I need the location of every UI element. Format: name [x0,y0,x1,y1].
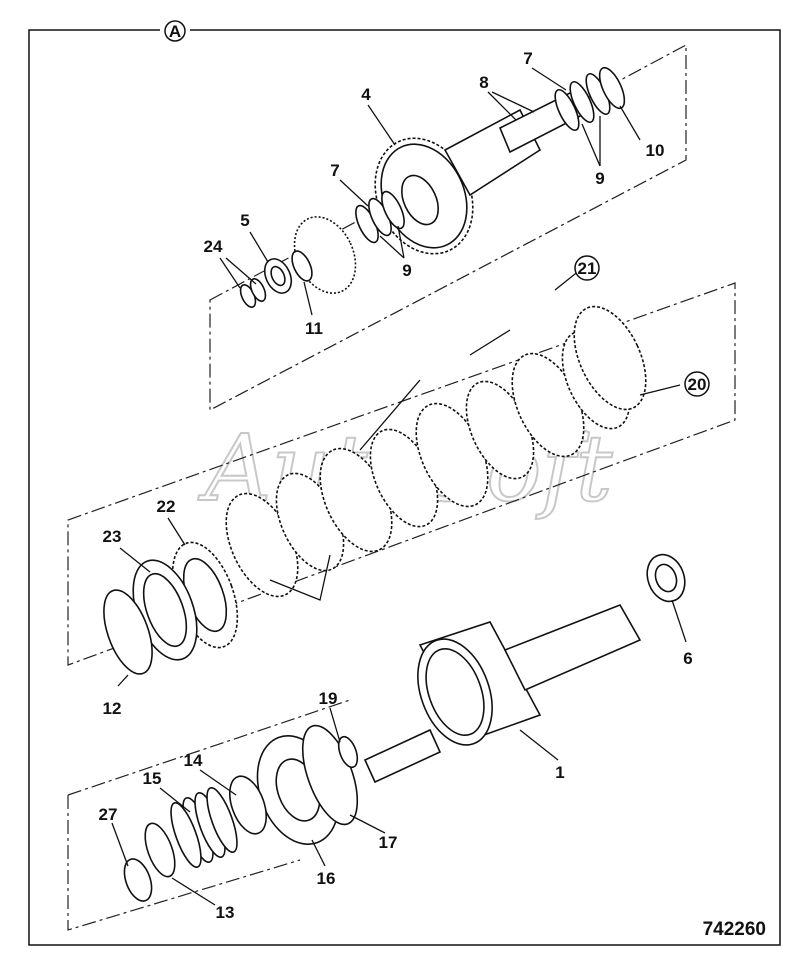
callout-17: 17 [379,833,398,852]
spring-15 [170,787,238,868]
callout-7-upper: 7 [523,49,532,68]
callout-27: 27 [99,805,118,824]
bearing-rings-9-upper [554,66,626,132]
callout-9-lower: 9 [402,261,411,280]
callout-group [111,67,687,906]
callout-15: 15 [143,769,162,788]
callout-20: 20 [684,371,710,397]
view-marker-label: A [169,22,181,41]
callout-14: 14 [184,751,203,770]
callout-9-upper: 9 [595,169,604,188]
callout-21: 21 [574,255,600,281]
callout-7-lower: 7 [330,161,339,180]
callout-19: 19 [319,689,338,708]
figure-number: 742260 [703,919,766,940]
circlip-27 [123,858,153,902]
view-marker: A [160,20,190,42]
shims-24 [239,278,267,308]
callout-24: 24 [204,237,223,256]
svg-text:20: 20 [688,375,707,394]
bearing-5 [263,258,293,294]
snap-ring-12 [103,589,153,675]
clutch-plates [225,305,647,598]
frame-border [28,29,781,946]
svg-text:21: 21 [578,259,597,278]
bearing-rings-9-lower [355,190,405,244]
clutch-pack-envelope [67,282,736,666]
washer-13 [144,822,176,878]
callout-10: 10 [646,141,665,160]
callout-11: 11 [305,319,323,338]
callout-22: 22 [157,497,176,516]
lower-assembly-envelope [67,699,351,931]
seal-19 [337,735,359,769]
callout-12: 12 [103,699,122,718]
snap-ring-11 [291,250,313,282]
callout-4: 4 [361,85,371,104]
bearing-6 [646,553,686,603]
callout-8: 8 [479,73,488,92]
callout-1: 1 [555,763,564,782]
callout-16: 16 [317,869,336,888]
callout-23: 23 [103,527,122,546]
retainer-14 [228,775,268,835]
callout-6: 6 [683,649,692,668]
callout-13: 13 [216,903,235,922]
drum-1 [363,604,642,784]
callout-5: 5 [240,211,249,230]
